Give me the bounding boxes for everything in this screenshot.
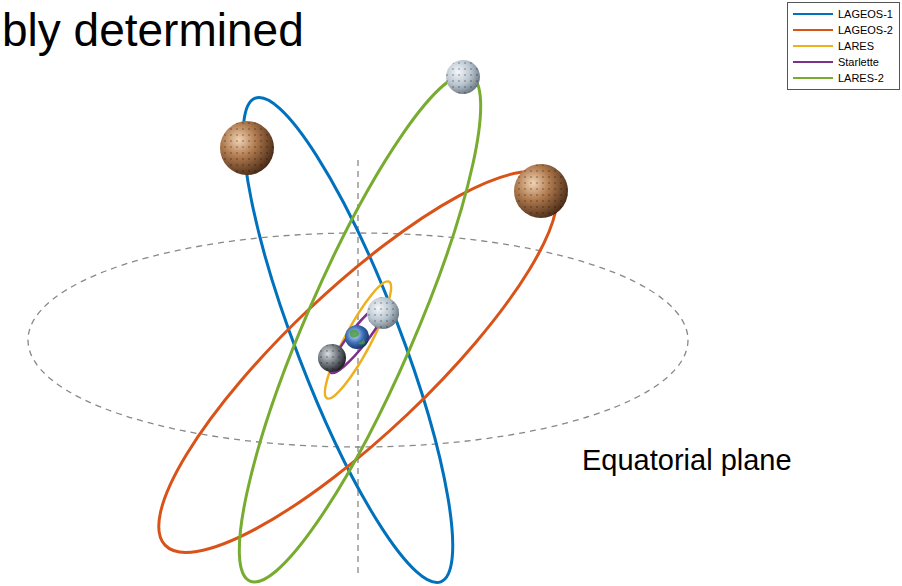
legend-entry: LARES bbox=[792, 38, 893, 54]
lares2-orbit bbox=[200, 53, 519, 586]
legend-entry: LAGEOS-1 bbox=[792, 6, 893, 22]
legend-text: LAGEOS-2 bbox=[838, 23, 893, 37]
lares-satellite bbox=[367, 297, 399, 329]
legend-line-sample bbox=[792, 25, 834, 35]
lares2-satellite bbox=[446, 60, 480, 94]
legend-entry: LAGEOS-2 bbox=[792, 22, 893, 38]
lares-orbit bbox=[316, 276, 401, 405]
lageos1-satellite bbox=[220, 121, 274, 175]
legend-entry: Starlette bbox=[792, 54, 893, 70]
legend-text: LARES-2 bbox=[838, 71, 884, 85]
legend-text: Starlette bbox=[838, 55, 879, 69]
lageos1-orbit bbox=[207, 80, 490, 586]
starlette-satellite bbox=[318, 344, 346, 372]
slide-title: bly determined bbox=[2, 2, 304, 58]
legend-box: LAGEOS-1LAGEOS-2LARES StarletteLARES-2 bbox=[787, 2, 900, 90]
lageos2-satellite bbox=[514, 164, 568, 218]
legend-line-sample bbox=[792, 9, 834, 19]
legend-text: LARES bbox=[838, 39, 874, 53]
plane-label: Equatorial plane bbox=[580, 442, 794, 478]
legend-line-sample bbox=[792, 57, 834, 67]
legend-line-sample bbox=[792, 73, 834, 83]
lageos2-orbit bbox=[115, 127, 600, 586]
legend-text: LAGEOS-1 bbox=[838, 7, 893, 21]
legend-line-sample bbox=[792, 41, 834, 51]
legend-entry: LARES-2 bbox=[792, 70, 893, 86]
earth bbox=[345, 325, 369, 349]
